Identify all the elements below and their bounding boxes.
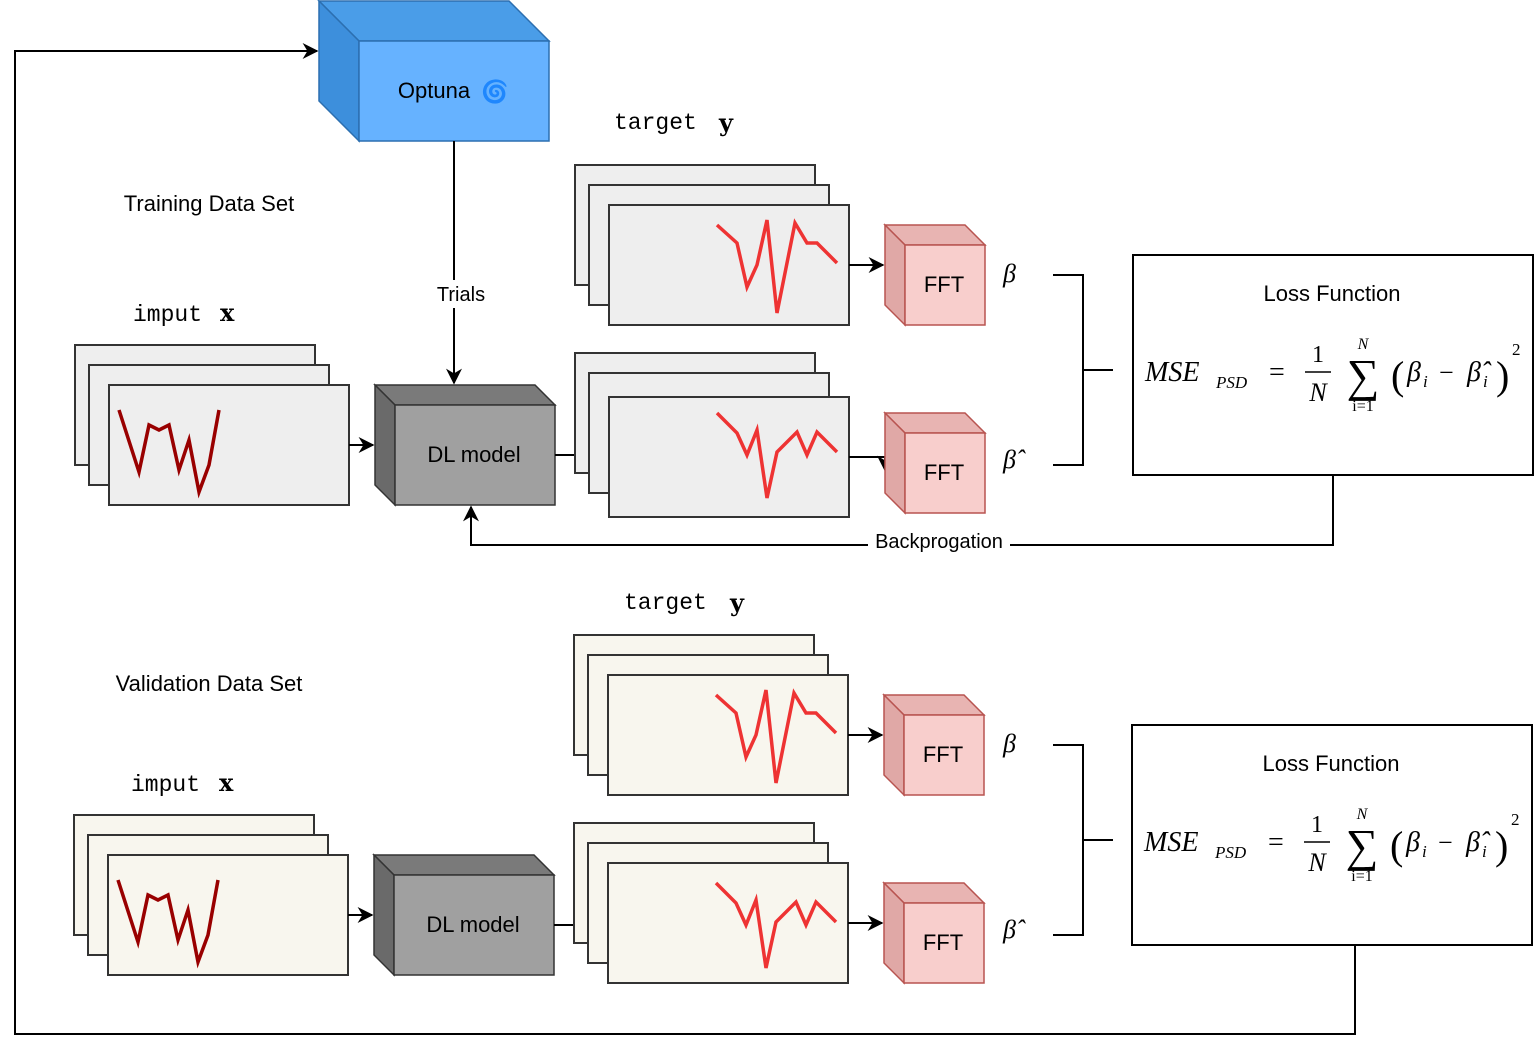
svg-text:i: i: [1423, 372, 1428, 391]
svg-text:N: N: [1356, 806, 1369, 823]
validation-fft-top: FFT: [882, 693, 986, 797]
svg-text:i=1: i=1: [1351, 868, 1372, 885]
training-dl-model-label: DL model: [427, 442, 520, 467]
training-target-var: y: [718, 108, 734, 137]
training-input-label: imput: [133, 302, 202, 328]
training-loss-title: Loss Function: [1264, 281, 1401, 306]
svg-text:i=1: i=1: [1352, 398, 1373, 415]
optuna-label: Optuna: [398, 78, 471, 103]
training-input-var: x: [220, 298, 235, 327]
svg-text:2: 2: [1512, 340, 1521, 359]
svg-text:=: =: [1268, 827, 1284, 858]
svg-text:i: i: [1422, 842, 1427, 861]
training-beta: β: [1002, 259, 1016, 288]
training-loss-formula: MSE PSD = 1 N N ∑ i=1 ( β i − β̂ i ) 2: [1144, 336, 1521, 415]
validation-loss-box: Loss Function MSE PSD = 1 N N ∑ i=1 ( β …: [1131, 724, 1533, 946]
svg-text:(: (: [1390, 823, 1403, 868]
validation-fft-bottom-label: FFT: [923, 930, 963, 955]
training-bracket: [1053, 274, 1113, 466]
svg-text:β: β: [1405, 827, 1420, 858]
svg-text:): ): [1495, 823, 1508, 868]
training-target-label: target: [614, 110, 697, 136]
svg-text:(: (: [1391, 353, 1404, 398]
validation-dl-model-label: DL model: [426, 912, 519, 937]
validation-target-signal: [714, 688, 838, 784]
validation-fft-top-label: FFT: [923, 742, 963, 767]
svg-text:−: −: [1439, 358, 1454, 387]
validation-beta-hat: β̂: [1002, 915, 1026, 944]
training-target-stack: [574, 164, 850, 326]
validation-prediction-stack: [573, 822, 849, 984]
swirl-icon: 🌀: [481, 78, 508, 105]
validation-input-var: x: [219, 768, 234, 797]
validation-dl-model: DL model: [372, 853, 556, 977]
validation-prediction-signal: [714, 881, 838, 969]
validation-section-label: Validation Data Set: [116, 671, 303, 696]
training-fft-bottom: FFT: [883, 411, 987, 515]
svg-text:MSE: MSE: [1143, 827, 1198, 858]
training-input-stack: [74, 344, 350, 506]
svg-text:PSD: PSD: [1214, 843, 1247, 862]
svg-text:MSE: MSE: [1144, 357, 1199, 388]
validation-beta: β: [1002, 729, 1016, 758]
svg-text:N: N: [1307, 848, 1327, 877]
optuna-feedback-loop: [14, 43, 1356, 1035]
trials-label: Trials: [437, 284, 485, 306]
svg-text:PSD: PSD: [1215, 373, 1248, 392]
training-prediction-stack: [574, 352, 850, 518]
svg-text:=: =: [1269, 357, 1285, 388]
training-section-label: Training Data Set: [124, 191, 294, 216]
validation-target-stack: [573, 634, 849, 796]
training-loss-box: Loss Function MSE PSD = 1 N N ∑ i=1 ( β …: [1132, 254, 1534, 476]
svg-text:): ): [1496, 353, 1509, 398]
svg-text:i: i: [1482, 842, 1487, 861]
training-beta-hat: β̂: [1002, 445, 1026, 474]
validation-target-var: y: [729, 588, 745, 617]
training-input-signal: [117, 409, 221, 499]
validation-loss-formula: MSE PSD = 1 N N ∑ i=1 ( β i − β̂ i ) 2: [1143, 806, 1520, 885]
validation-input-signal: [116, 879, 220, 969]
validation-bracket: [1053, 744, 1113, 936]
svg-text:β: β: [1406, 357, 1421, 388]
training-target-signal: [715, 218, 839, 314]
svg-text:1: 1: [1311, 812, 1323, 838]
svg-text:i: i: [1483, 372, 1488, 391]
svg-text:∑: ∑: [1346, 820, 1379, 871]
svg-text:−: −: [1438, 828, 1453, 857]
validation-loss-title: Loss Function: [1263, 751, 1400, 776]
training-fft-bottom-label: FFT: [924, 460, 964, 485]
validation-input-stack: [73, 814, 349, 976]
svg-text:1: 1: [1312, 342, 1324, 368]
training-dl-model: DL model: [373, 383, 557, 507]
validation-target-label: target: [624, 590, 707, 616]
validation-fft-bottom: FFT: [882, 881, 986, 985]
training-fft-top-label: FFT: [924, 272, 964, 297]
svg-text:N: N: [1357, 336, 1370, 353]
svg-text:∑: ∑: [1347, 350, 1380, 401]
training-fft-top: FFT: [883, 223, 987, 327]
svg-text:2: 2: [1511, 810, 1520, 829]
training-prediction-signal: [715, 411, 839, 499]
optuna-cube: Optuna 🌀: [317, 0, 551, 143]
svg-text:N: N: [1308, 378, 1328, 407]
validation-input-label: imput: [131, 772, 200, 798]
backprop-label: Backprogation: [875, 531, 1003, 553]
